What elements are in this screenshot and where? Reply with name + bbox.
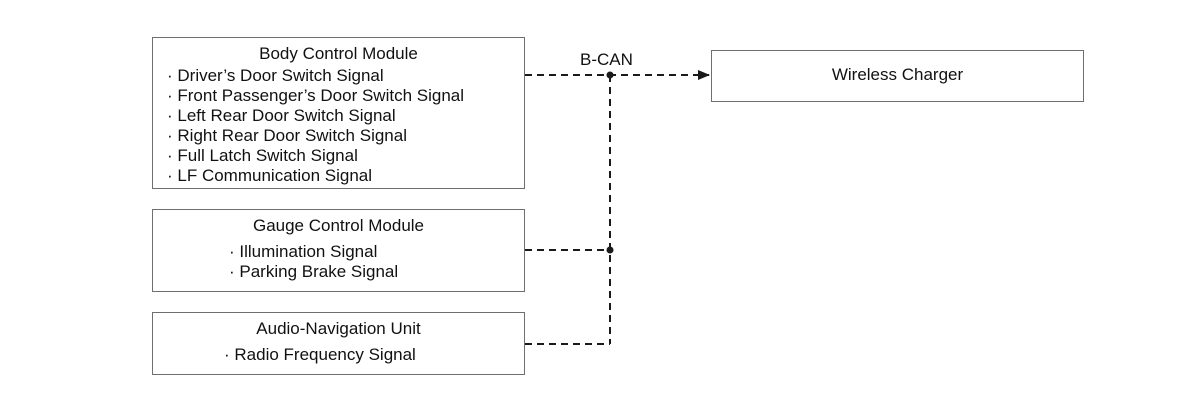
audio-navigation-unit-title: Audio-Navigation Unit: [256, 319, 421, 338]
signal-item: LF Communication Signal: [167, 166, 464, 186]
body-control-module-title: Body Control Module: [259, 44, 418, 63]
audio-navigation-signal-list: Radio Frequency Signal: [224, 345, 415, 365]
gauge-control-module-title: Gauge Control Module: [252, 216, 425, 235]
signal-item: Front Passenger’s Door Switch Signal: [167, 86, 464, 106]
signal-item: Left Rear Door Switch Signal: [167, 106, 464, 126]
gauge-control-signal-list: Illumination Signal Parking Brake Signal: [229, 242, 398, 282]
signal-item: Illumination Signal: [229, 242, 398, 262]
wireless-charger-box: Wireless Charger: [711, 50, 1084, 102]
body-control-signal-list: Driver’s Door Switch Signal Front Passen…: [167, 66, 464, 186]
signal-item: Radio Frequency Signal: [224, 345, 415, 365]
signal-item: Driver’s Door Switch Signal: [167, 66, 464, 86]
signal-item: Parking Brake Signal: [229, 262, 398, 282]
signal-item: Full Latch Switch Signal: [167, 146, 464, 166]
b-can-label: B-CAN: [580, 50, 633, 69]
signal-item: Right Rear Door Switch Signal: [167, 126, 464, 146]
wireless-charger-title: Wireless Charger: [831, 65, 964, 84]
audio-navigation-unit-box: Audio-Navigation Unit Radio Frequency Si…: [152, 312, 525, 375]
bus-junction-middle: [606, 246, 614, 254]
bus-junction-top: [606, 71, 614, 79]
body-control-module-box: Body Control Module Driver’s Door Switch…: [152, 37, 525, 189]
gauge-control-module-box: Gauge Control Module Illumination Signal…: [152, 209, 525, 292]
